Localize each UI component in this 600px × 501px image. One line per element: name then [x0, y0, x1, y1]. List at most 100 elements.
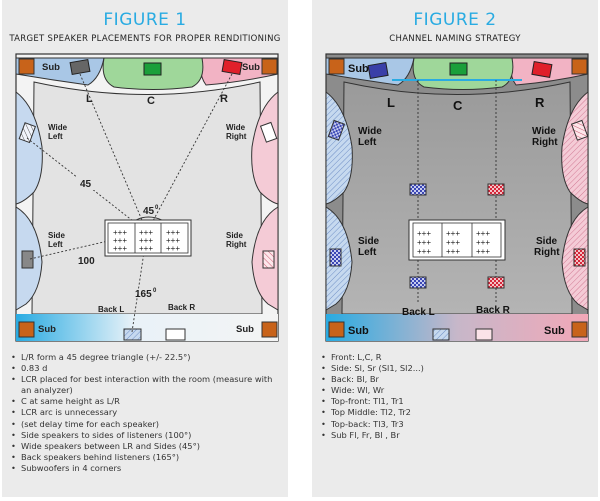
speaker-r [221, 58, 243, 76]
label-sub-front-left: Sub [42, 62, 60, 73]
label-c: C [147, 95, 155, 107]
speaker-wide-right [259, 121, 278, 143]
label-back-r: Back R [476, 305, 511, 316]
speaker-back-left [432, 328, 450, 341]
back-zone [16, 314, 278, 341]
figure-1-title: FIGURE 1 [103, 10, 187, 30]
wide-left-zone [325, 90, 353, 205]
label-r: R [535, 95, 545, 110]
label-wide-right-2: Right [226, 132, 247, 141]
listener-couch: +++++++++ +++++++++ +++++++++ [408, 219, 506, 261]
note-item: Sub Fl, Fr, Bl , Br [320, 430, 594, 441]
speaker-top-front-left [409, 183, 427, 196]
label-sub-front-left: Sub [348, 63, 369, 75]
note-item: (set delay time for each speaker) [10, 419, 284, 430]
label-wide-left-1: Wide [358, 126, 382, 137]
svg-text:+++: +++ [113, 236, 127, 245]
note-item: Top Middle: Tl2, Tr2 [320, 407, 594, 418]
speaker-side-left [329, 248, 342, 267]
note-item: Wide speakers between LR and Sides (45°) [10, 441, 284, 452]
angle-arc [135, 216, 163, 221]
note-item: 0.83 d [10, 363, 284, 374]
label-wide-left-2: Left [358, 137, 377, 148]
speaker-top-back-right [487, 276, 505, 289]
angle-label-100: 100 [78, 256, 95, 267]
sub-back-left [18, 321, 35, 338]
label-wide-right-1: Wide [532, 126, 556, 137]
label-side-left-1: Side [48, 231, 65, 240]
figure-2-notes: Front: L,C, RSide: Sl, Sr (Sl1, Sl2...)B… [320, 352, 594, 441]
listening-area [31, 81, 263, 315]
label-side-right-2: Right [226, 240, 247, 249]
wide-right-zone [251, 90, 279, 205]
label-sub-front-right: Sub [242, 62, 260, 73]
label-wide-right-2: Right [532, 137, 558, 148]
label-wide-left-2: Left [48, 132, 63, 141]
svg-text:+++: +++ [446, 229, 460, 238]
speaker-side-right [573, 248, 586, 267]
figure-2-diagram: +++++++++ +++++++++ +++++++++ Sub L C R … [325, 53, 589, 342]
label-side-right-1: Side [226, 231, 243, 240]
label-side-left-2: Left [48, 240, 63, 249]
svg-text:+++: +++ [417, 229, 431, 238]
note-item: Side speakers to sides of listeners (100… [10, 430, 284, 441]
label-sub-back-left: Sub [38, 324, 56, 335]
note-item: LCR placed for best interaction with the… [10, 374, 284, 396]
note-item: Back speakers behind listeners (165°) [10, 452, 284, 463]
svg-text:+++: +++ [446, 247, 460, 256]
sub-back-left [328, 321, 345, 338]
label-sub-back-left: Sub [348, 325, 369, 337]
label-side-left-1: Side [358, 236, 380, 247]
speaker-wide-left [18, 122, 37, 144]
figure-2-panel: FIGURE 2 CHANNEL NAMING STRATEGY [312, 0, 598, 497]
svg-text:+++: +++ [476, 247, 490, 256]
figure-1-notes: L/R form a 45 degree triangle (+/- 22.5°… [10, 352, 284, 474]
note-item: L/R form a 45 degree triangle (+/- 22.5°… [10, 352, 284, 363]
label-c: C [453, 98, 463, 113]
figure-1-panel: FIGURE 1 TARGET SPEAKER PLACEMENTS FOR P… [2, 0, 288, 497]
speaker-l [69, 58, 91, 76]
label-sub-back-right: Sub [236, 324, 254, 335]
degree-mark-165: 0 [153, 288, 157, 294]
angle-label-45-deg: 45 [143, 206, 155, 217]
svg-text:+++: +++ [166, 228, 180, 237]
svg-text:+++: +++ [446, 238, 460, 247]
sub-front-right [571, 58, 588, 75]
speaker-side-right [262, 250, 275, 269]
speaker-back-left [123, 328, 142, 341]
note-item: Side: Sl, Sr (Sl1, Sl2...) [320, 363, 594, 374]
svg-text:+++: +++ [476, 229, 490, 238]
figure-1-diagram: +++++++++ +++++++++ +++++++++ Sub L C R … [15, 53, 279, 342]
wide-left-zone [15, 90, 43, 205]
figure-2-title: FIGURE 2 [413, 10, 497, 30]
note-item: Top-back: Tl3, Tr3 [320, 419, 594, 430]
label-back-r: Back R [168, 303, 195, 312]
figure-2-subtitle: CHANNEL NAMING STRATEGY [389, 34, 521, 44]
note-item: LCR arc is unnecessary [10, 407, 284, 418]
sub-front-right [261, 58, 278, 75]
note-item: Front: L,C, R [320, 352, 594, 363]
speaker-c [143, 62, 162, 76]
angle-label-165: 165 [135, 289, 152, 300]
svg-text:+++: +++ [113, 228, 127, 237]
speaker-wide-left [327, 119, 346, 141]
back-zone [326, 314, 588, 341]
sub-front-left [18, 58, 35, 75]
label-wide-left-1: Wide [48, 123, 68, 132]
svg-text:+++: +++ [139, 236, 153, 245]
svg-text:+++: +++ [113, 244, 127, 253]
listener-couch: +++++++++ +++++++++ +++++++++ [104, 219, 192, 257]
wide-right-zone [561, 90, 589, 205]
degree-mark-45: 0 [155, 205, 159, 211]
label-back-l: Back L [98, 305, 124, 314]
sub-front-left [328, 58, 345, 75]
label-wide-right-1: Wide [226, 123, 246, 132]
speaker-l [367, 61, 389, 80]
speaker-side-left [21, 250, 34, 269]
svg-text:+++: +++ [139, 228, 153, 237]
sub-back-right [261, 321, 278, 338]
svg-text:+++: +++ [417, 238, 431, 247]
label-back-l: Back L [402, 307, 435, 318]
note-item: Top-front: Tl1, Tr1 [320, 396, 594, 407]
label-l: L [86, 93, 93, 105]
